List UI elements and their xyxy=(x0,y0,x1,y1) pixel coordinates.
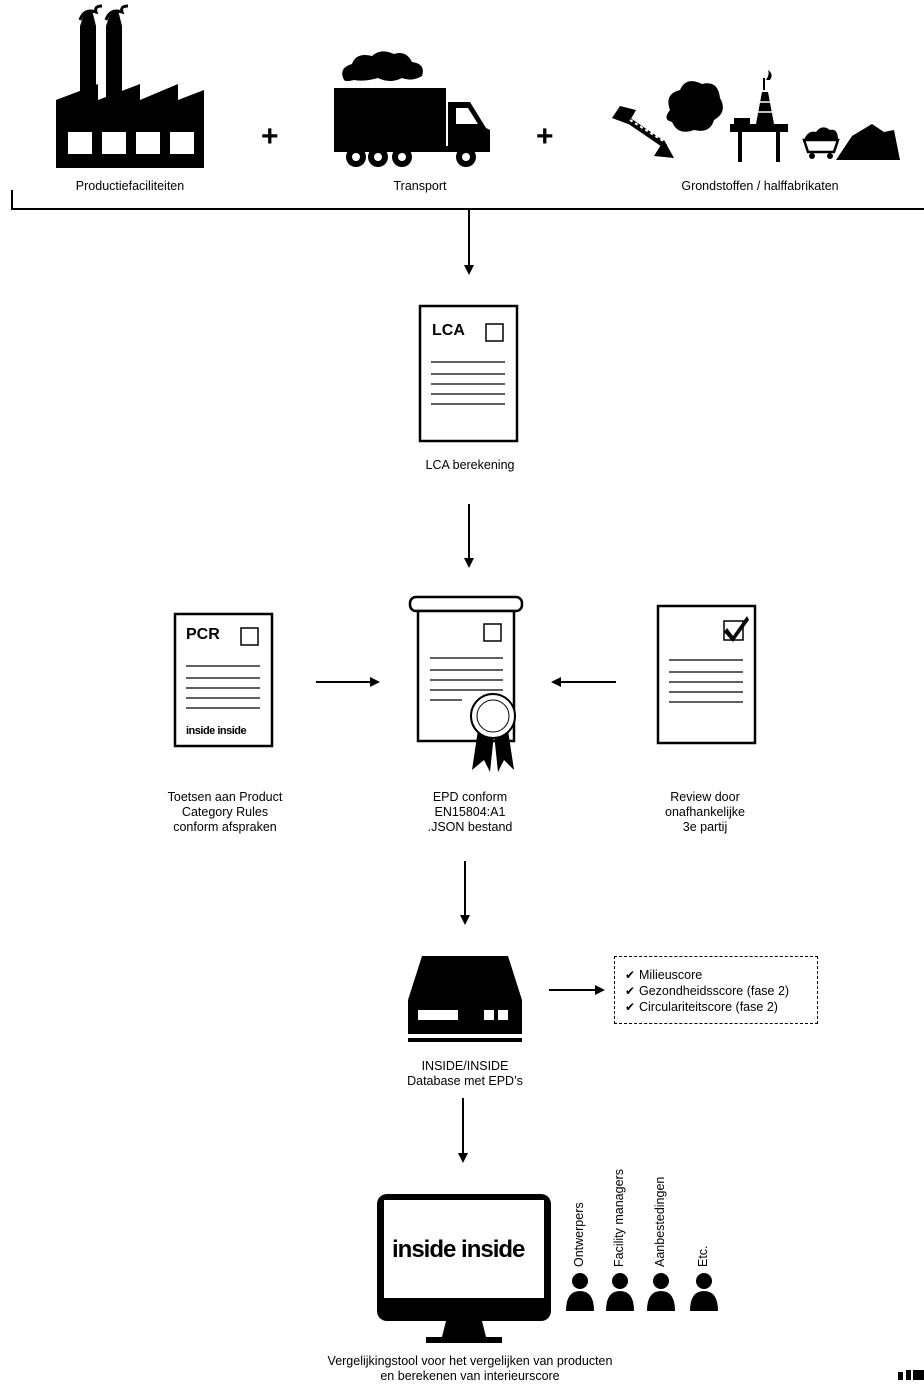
inputs-bracket xyxy=(11,190,924,210)
tool-label-line: en berekenen van interieurscore xyxy=(380,1369,560,1383)
check-icon: ✔ xyxy=(625,984,636,998)
review-label-line: onafhankelijke xyxy=(665,805,745,819)
epd-label-line: EPD conform xyxy=(432,790,508,804)
tool-label: Vergelijkingstool voor het vergelijken v… xyxy=(320,1354,620,1384)
user-label-aanbestedingen: Aanbestedingen xyxy=(653,1176,667,1267)
lca-document-icon xyxy=(418,304,519,443)
pcr-label-line: Category Rules xyxy=(181,805,269,819)
user-label-facility-managers: Facility managers xyxy=(612,1169,626,1267)
user-icon xyxy=(690,1273,718,1311)
user-label-ontwerpers: Ontwerpers xyxy=(572,1202,586,1267)
review-label-line: 3e partij xyxy=(682,820,728,834)
score-item: ✔Circulariteitscore (fase 2) xyxy=(625,1000,778,1014)
plus-sign: + xyxy=(536,120,554,153)
score-item: ✔Milieuscore xyxy=(625,968,703,982)
monitor-icon xyxy=(377,1194,551,1343)
lca-doc-title: LCA xyxy=(432,322,465,339)
score-item: ✔Gezondheidsscore (fase 2) xyxy=(625,984,790,998)
user-icon xyxy=(606,1273,634,1311)
truck-icon xyxy=(334,51,490,167)
review-label: Review door onafhankelijke 3e partij xyxy=(620,790,790,835)
review-label-line: Review door xyxy=(670,790,740,804)
transport-label: Transport xyxy=(393,179,447,193)
user-icon xyxy=(566,1273,594,1311)
pcr-document-icon xyxy=(173,612,274,748)
corner-logo-mark xyxy=(898,1370,924,1380)
user-figures xyxy=(566,1273,718,1311)
epd-label-line: EN15804:A1 xyxy=(434,805,506,819)
raw-materials-label: Grondstoffen / halffabrikaten xyxy=(681,179,839,193)
pcr-brand-logo: inside inside xyxy=(186,725,247,737)
tool-label-line: Vergelijkingstool voor het vergelijken v… xyxy=(327,1354,613,1368)
epd-certificate-icon xyxy=(408,595,524,772)
pcr-label-line: Toetsen aan Product xyxy=(167,790,283,804)
plus-sign: + xyxy=(261,120,279,153)
checkmark-icon xyxy=(724,616,749,642)
review-document-icon xyxy=(656,604,757,745)
pcr-label: Toetsen aan Product Category Rules confo… xyxy=(130,790,320,835)
database-label: INSIDE/INSIDE Database met EPD’s xyxy=(380,1059,550,1089)
database-label-line: Database met EPD’s xyxy=(407,1074,523,1088)
database-label-line: INSIDE/INSIDE xyxy=(421,1059,509,1073)
user-label-etc: Etc. xyxy=(696,1245,710,1267)
pcr-doc-title: PCR xyxy=(186,626,220,643)
epd-label-line: .JSON bestand xyxy=(427,820,513,834)
database-server-icon xyxy=(408,956,522,1042)
production-facilities-label: Productiefaciliteiten xyxy=(75,179,185,193)
lca-label: LCA berekening xyxy=(425,458,515,472)
user-icon xyxy=(647,1273,675,1311)
epd-label: EPD conform EN15804:A1 .JSON bestand xyxy=(380,790,560,835)
check-icon: ✔ xyxy=(625,968,636,982)
check-icon: ✔ xyxy=(625,1000,636,1014)
factory-icon xyxy=(56,4,204,168)
raw-materials-icon xyxy=(612,70,900,162)
tool-brand-logo: inside inside xyxy=(392,1236,525,1263)
scores-checklist: ✔Milieuscore ✔Gezondheidsscore (fase 2) … xyxy=(614,956,818,1024)
pcr-label-line: conform afspraken xyxy=(173,820,277,834)
